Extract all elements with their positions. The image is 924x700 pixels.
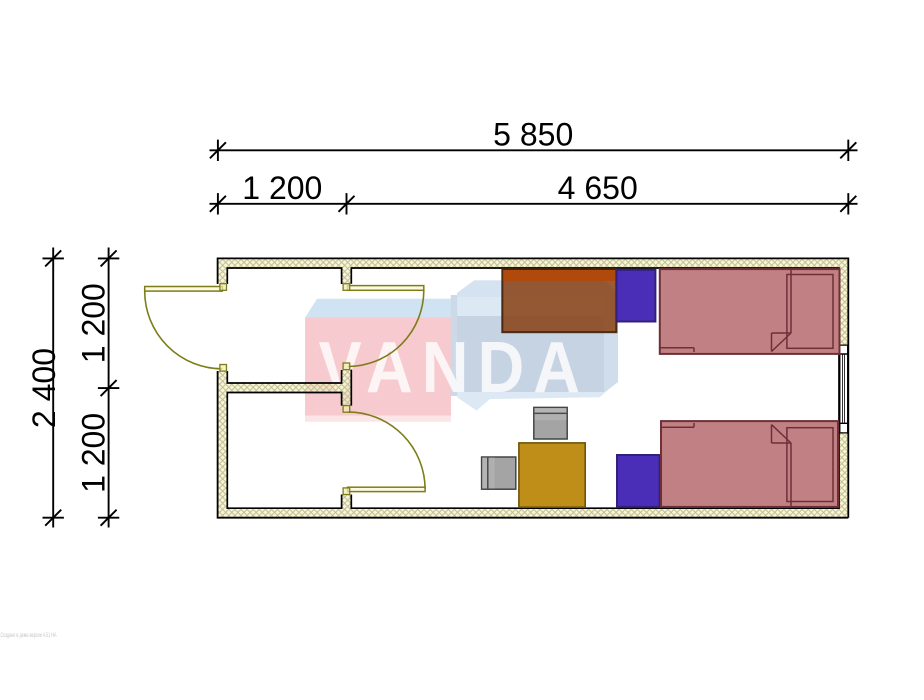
svg-text:4 650: 4 650 [558, 170, 638, 206]
svg-text:2 400: 2 400 [26, 348, 62, 428]
svg-text:5 850: 5 850 [493, 116, 573, 152]
svg-text:1 200: 1 200 [75, 283, 111, 363]
svg-text:VANDA: VANDA [319, 327, 590, 408]
svg-text:Создано в демо-версии 4.51 НА: Создано в демо-версии 4.51 НА [1, 632, 57, 639]
svg-text:1 200: 1 200 [242, 170, 322, 206]
svg-text:1 200: 1 200 [75, 413, 111, 493]
